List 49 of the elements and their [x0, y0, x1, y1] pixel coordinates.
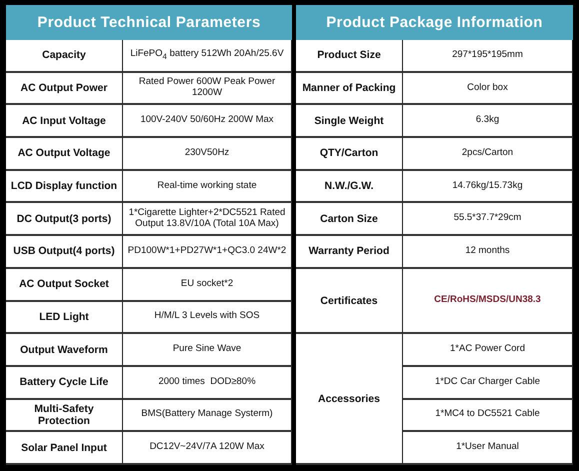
parameter-value-cell: 1*MC4 to DC5521 Cable: [403, 400, 573, 432]
parameter-name-cell: Multi-Safety Protection: [6, 400, 123, 432]
parameter-value-cell: CE/RoHS/MSDS/UN38.3: [403, 268, 573, 334]
parameter-value-cell: 14.76kg/15.73kg: [403, 170, 573, 204]
parameter-name-cell: AC Output Socket: [6, 268, 123, 302]
parameter-value-cell: DC12V~24V/7A 120W Max: [123, 432, 292, 465]
parameter-name-cell: DC Output(3 ports): [6, 203, 123, 236]
parameter-name-cell: Certificates: [296, 268, 403, 334]
parameter-value-cell: 6.3kg: [403, 105, 573, 138]
parameter-name-cell: USB Output(4 ports): [6, 236, 123, 269]
parameter-value-cell: 2pcs/Carton: [403, 138, 573, 171]
parameter-value-cell: Color box: [403, 72, 573, 106]
parameter-name-cell: AC Output Power: [6, 72, 123, 106]
table-header: Product Technical Parameters: [6, 5, 292, 40]
parameter-name-cell: Solar Panel Input: [6, 432, 123, 465]
parameter-name-cell: AC Output Voltage: [6, 138, 123, 171]
parameter-name-cell: Product Size: [296, 40, 403, 73]
parameter-name-cell: LCD Display function: [6, 170, 123, 204]
parameter-value-cell: 1*DC Car Charger Cable: [403, 366, 573, 400]
parameter-name-cell: Capacity: [6, 40, 123, 73]
parameter-value-cell: H/M/L 3 Levels with SOS: [123, 302, 292, 334]
table-header: Product Package Information: [296, 5, 573, 40]
parameter-name-cell: QTY/Carton: [296, 138, 403, 171]
parameter-name-cell: Accessories: [296, 334, 403, 465]
parameter-value-cell: 55.5*37.7*29cm: [403, 203, 573, 236]
parameter-value-cell: 12 months: [403, 236, 573, 269]
parameter-value-cell: BMS(Battery Manage Systerm): [123, 400, 292, 432]
parameter-name-cell: Warranty Period: [296, 236, 403, 269]
parameter-name-cell: Manner of Packing: [296, 72, 403, 106]
parameter-value-cell: 1*Cigarette Lighter+2*DC5521 Rated Output 13.8V/10A (Total 10A Max): [123, 203, 292, 236]
parameter-name-cell: AC Input Voltage: [6, 105, 123, 138]
parameter-name-cell: Output Waveform: [6, 334, 123, 367]
parameter-value-cell: 100V-240V 50/60Hz 200W Max: [123, 105, 292, 138]
parameter-name-cell: Carton Size: [296, 203, 403, 236]
parameter-value-cell: PD100W*1+PD27W*1+QC3.0 24W*2: [123, 236, 292, 269]
parameter-value-cell: Pure Sine Wave: [123, 334, 292, 367]
parameter-name-cell: LED Light: [6, 302, 123, 334]
parameter-value-cell: 297*195*195mm: [403, 40, 573, 73]
parameter-value-cell: 1*AC Power Cord: [403, 334, 573, 367]
parameter-value-cell: Rated Power 600W Peak Power 1200W: [123, 72, 292, 106]
parameter-value-cell: LiFePO$_{4}$ battery 512Wh 20Ah/25.6V: [123, 40, 292, 73]
parameter-value-cell: Real-time working state: [123, 170, 292, 204]
parameter-name-cell: Battery Cycle Life: [6, 366, 123, 400]
parameter-value-cell: 2000 times DOD≥80%: [123, 366, 292, 400]
parameter-name-cell: N.W./G.W.: [296, 170, 403, 204]
parameter-value-cell: EU socket*2: [123, 268, 292, 302]
parameter-value-cell: 230V50Hz: [123, 138, 292, 171]
parameter-value-cell: 1*User Manual: [403, 432, 573, 465]
parameter-name-cell: Single Weight: [296, 105, 403, 138]
